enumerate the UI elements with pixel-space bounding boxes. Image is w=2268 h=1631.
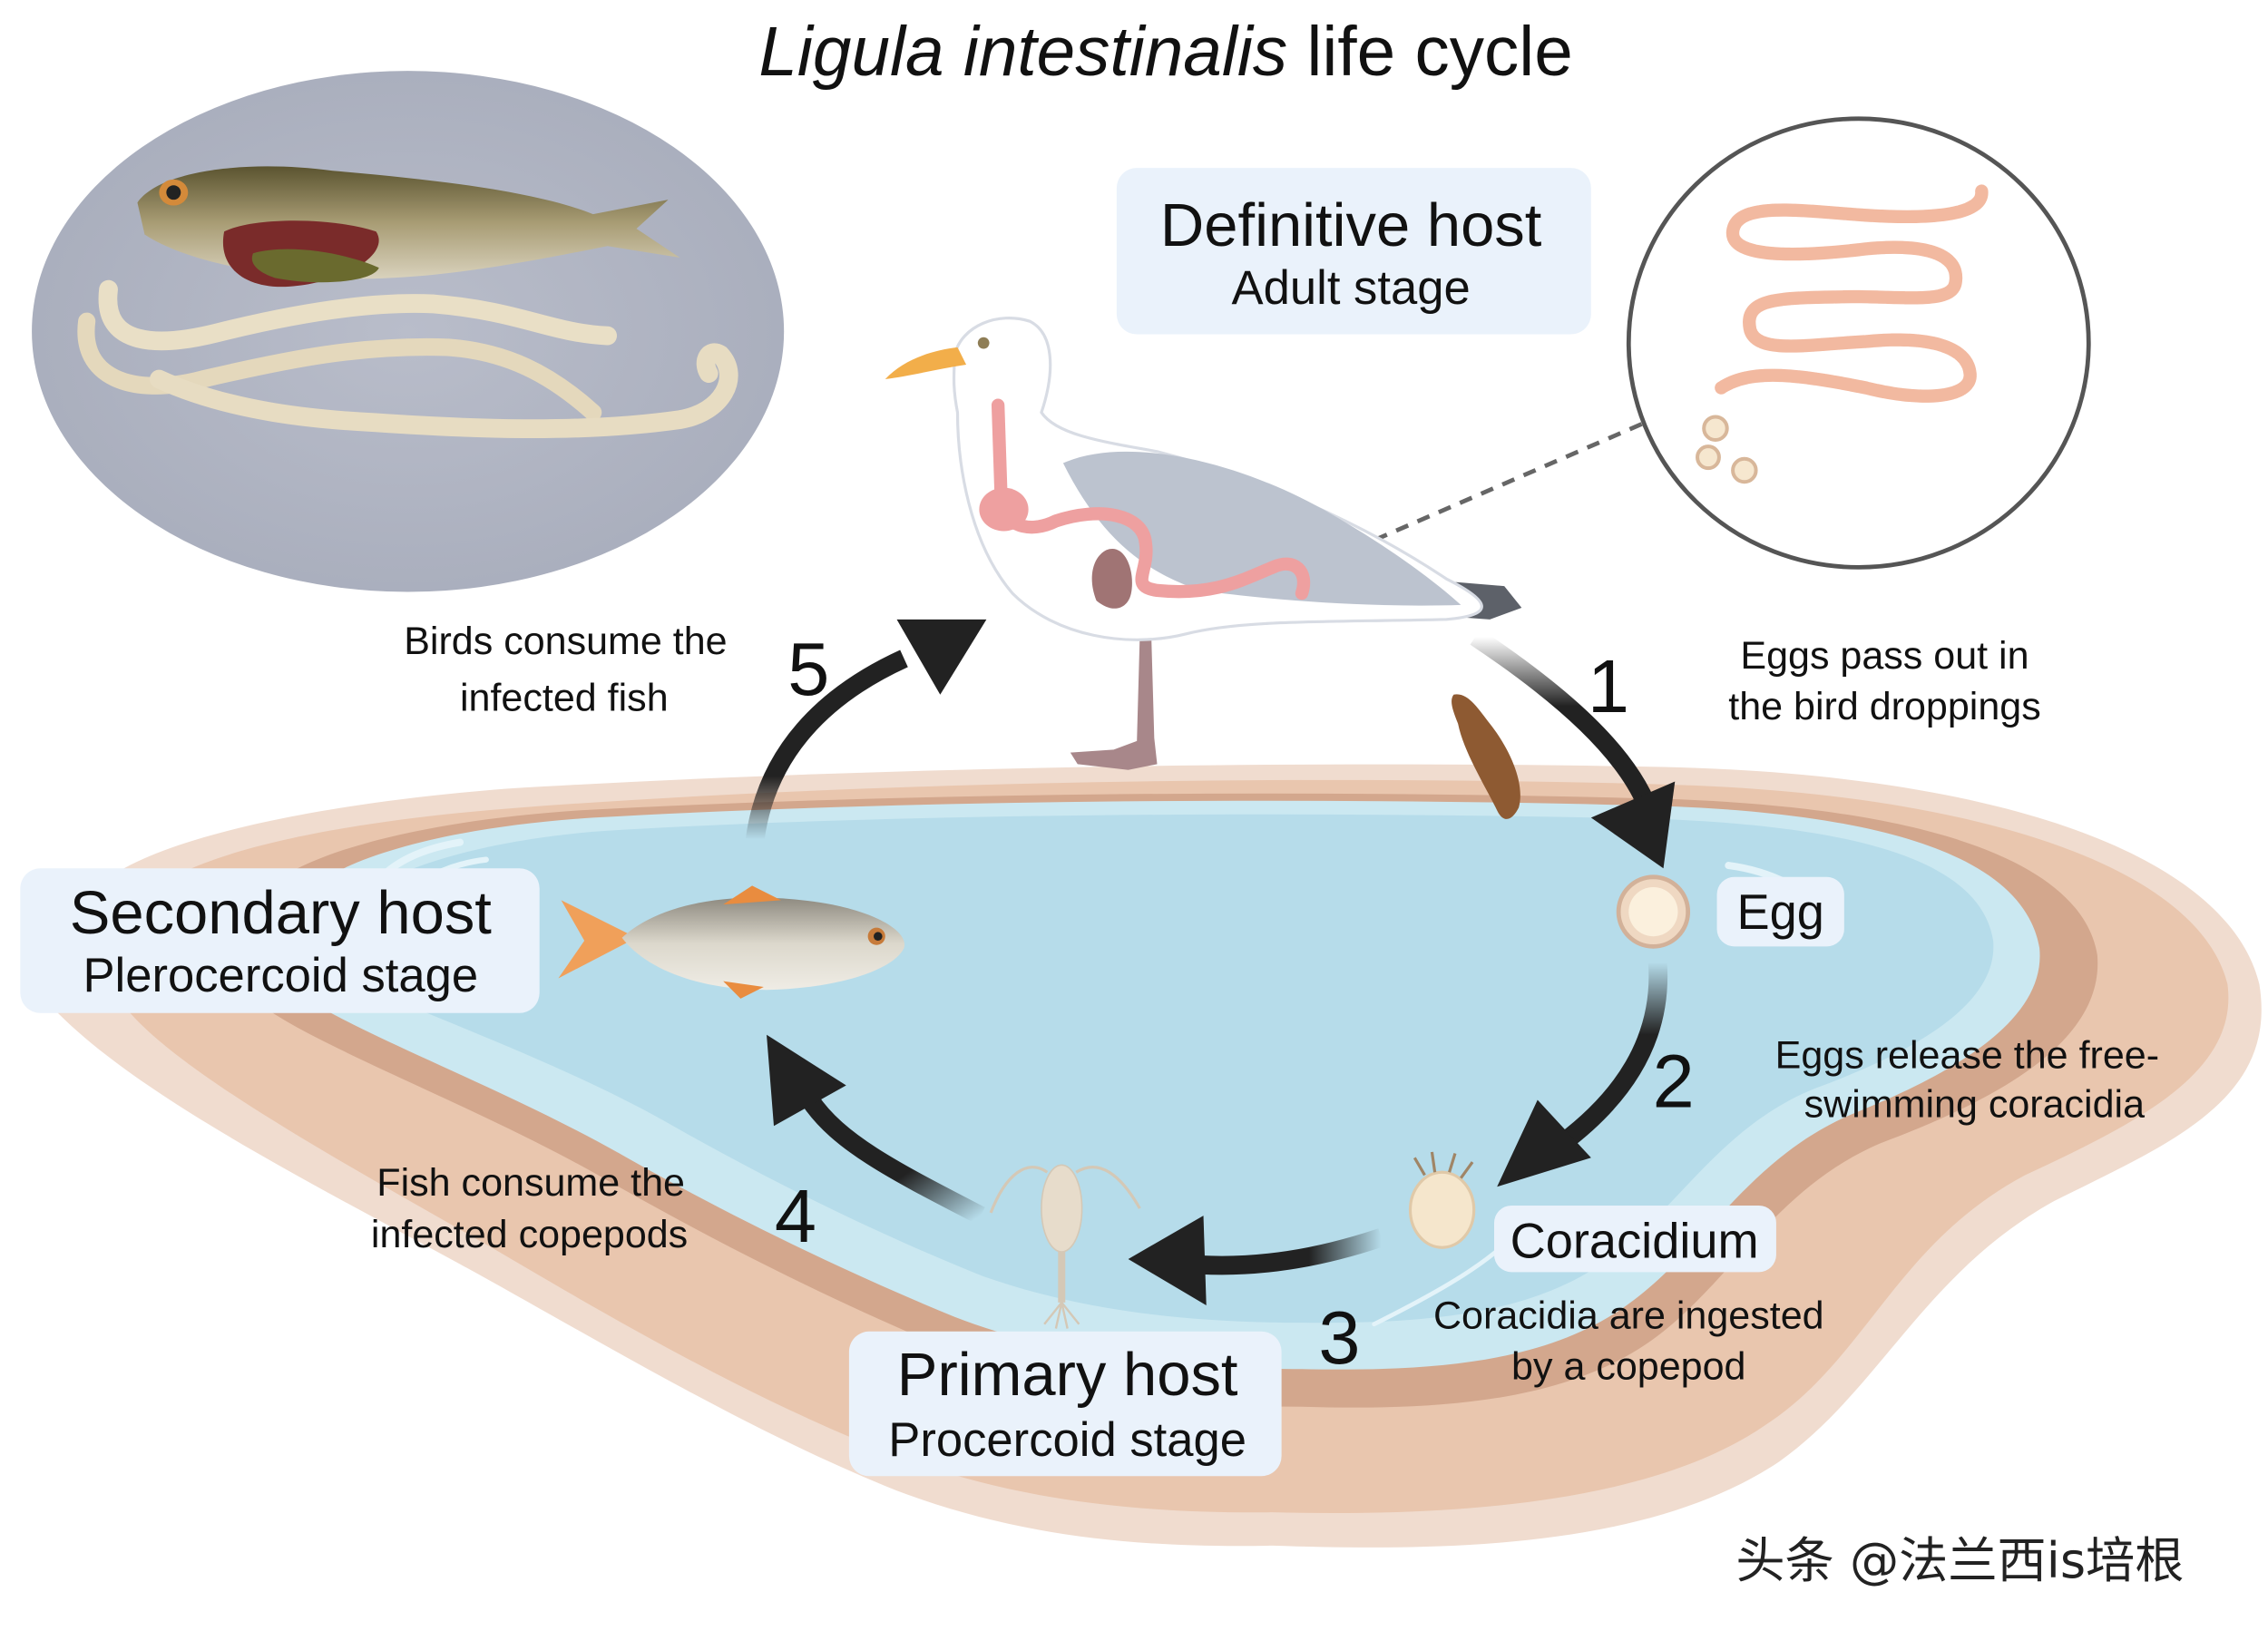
- copepod-icon: [989, 1164, 1141, 1329]
- egg-stage-icon: [1616, 874, 1691, 949]
- step-text-line: Coracidia are ingested: [1433, 1294, 1824, 1338]
- step-text-line: Eggs pass out in: [1740, 634, 2028, 678]
- arrowhead-step-3: [1128, 1216, 1207, 1306]
- copepod-antenna: [1075, 1166, 1141, 1209]
- egg-label-text: Egg: [1736, 885, 1823, 940]
- egg-inner: [1628, 886, 1678, 937]
- step-text-line: Eggs release the free-: [1775, 1033, 2159, 1077]
- primary-host-label: Primary host Procercoid stage: [848, 1331, 1282, 1477]
- title-italic: Ligula intestinalis: [758, 14, 1287, 91]
- gull-stomach: [979, 487, 1029, 532]
- secondary-host-title: Secondary host: [70, 879, 493, 947]
- step-2: 2 Eggs release the free- swimming coraci…: [1653, 1033, 2159, 1126]
- secondary-host-label: Secondary host Plerocercoid stage: [20, 868, 540, 1013]
- copepod-setae: [1043, 1302, 1080, 1329]
- primary-host-title: Primary host: [897, 1341, 1238, 1409]
- roach-fish-icon: [558, 885, 905, 999]
- water-highlight: [1372, 1242, 1507, 1327]
- adult-tapeworm-icon: [1715, 184, 1989, 403]
- step-text-line: infected copepods: [371, 1213, 688, 1256]
- step-number: 1: [1588, 644, 1629, 728]
- diagram-title: Ligula intestinalis life cycle: [758, 14, 1572, 91]
- gull-wing: [1062, 451, 1461, 606]
- step-4: 4 Fish consume the infected copepods: [371, 1161, 816, 1258]
- bird-droppings-icon: [1452, 694, 1520, 819]
- step-number: 3: [1318, 1295, 1360, 1380]
- gull-gut: [991, 398, 1311, 601]
- coracidium-body: [1408, 1170, 1476, 1249]
- label-box: [20, 868, 540, 1013]
- arrow-step-2: [1556, 962, 1668, 1151]
- step-1: 1 Eggs pass out in the bird droppings: [1588, 634, 2041, 728]
- plerocercoid-worm: [77, 312, 602, 422]
- arrowhead-step-5: [896, 619, 987, 695]
- plerocercoid-worm: [98, 279, 618, 351]
- fish-tail: [558, 900, 637, 979]
- arrow-step-5: [745, 649, 908, 841]
- step-text-line: by a copepod: [1511, 1344, 1745, 1388]
- step-text-line: Fish consume the: [376, 1161, 685, 1205]
- arrow-step-4: [802, 1094, 985, 1225]
- step-number: 2: [1653, 1039, 1695, 1123]
- adult-worm-inset: [1626, 116, 2091, 570]
- fish-body: [621, 897, 905, 991]
- egg-label: Egg: [1716, 876, 1844, 947]
- definitive-host-label: Definitive host Adult stage: [1116, 168, 1591, 335]
- watermark: 头条 @法兰西is培根: [1735, 1532, 2184, 1589]
- fish-pupil: [874, 932, 883, 942]
- copepod-body: [1041, 1164, 1083, 1253]
- step-number: 5: [787, 627, 829, 711]
- arrowhead-step-1: [1590, 781, 1676, 869]
- arrow-step-1: [1470, 629, 1658, 815]
- secondary-host-stage: Plerocercoid stage: [83, 949, 478, 1002]
- gull-icon: [885, 317, 1522, 770]
- fish-pelvic-fin: [723, 981, 764, 999]
- coracidium-icon: [1408, 1151, 1476, 1249]
- specimen-photo: [32, 71, 785, 592]
- label-box: [1494, 1205, 1776, 1273]
- plerocercoid-worm: [150, 343, 738, 439]
- step-5: 5 Birds consume the infected fish: [404, 620, 829, 719]
- step-3: 3 Coracidia are ingested by a copepod: [1318, 1294, 1823, 1389]
- step-number: 4: [775, 1174, 816, 1258]
- coracidium-label-text: Coracidium: [1510, 1214, 1759, 1268]
- label-box: [848, 1331, 1282, 1477]
- photo-fish-gut: [251, 249, 379, 283]
- label-box: [1116, 168, 1591, 335]
- step-text-line: Birds consume the: [404, 620, 727, 663]
- egg-icon: [1702, 415, 1729, 442]
- gull-liver: [1091, 548, 1132, 609]
- photo-fish-pupil: [166, 185, 181, 200]
- label-box: [1716, 876, 1844, 947]
- egg-icon: [1731, 456, 1758, 484]
- arrow-step-3: [1199, 1228, 1384, 1275]
- title-rest: life cycle: [1287, 14, 1573, 91]
- coracidium-label: Coracidium: [1494, 1205, 1776, 1273]
- arrowhead-step-4: [767, 1034, 846, 1127]
- gull-eye: [977, 337, 990, 349]
- definitive-host-title: Definitive host: [1160, 191, 1542, 259]
- coracidium-cilia: [1413, 1151, 1474, 1179]
- step-text-line: infected fish: [460, 676, 669, 719]
- step-text-line: swimming coracidia: [1804, 1083, 2146, 1127]
- egg-icon: [1696, 444, 1721, 471]
- gull-leg: [1070, 636, 1158, 770]
- step-text-line: the bird droppings: [1728, 685, 2041, 728]
- primary-host-stage: Procercoid stage: [888, 1413, 1246, 1467]
- gull-beak: [885, 347, 967, 379]
- fish-dorsal-fin: [723, 885, 781, 905]
- definitive-host-stage: Adult stage: [1232, 261, 1471, 315]
- copepod-antenna: [989, 1166, 1049, 1214]
